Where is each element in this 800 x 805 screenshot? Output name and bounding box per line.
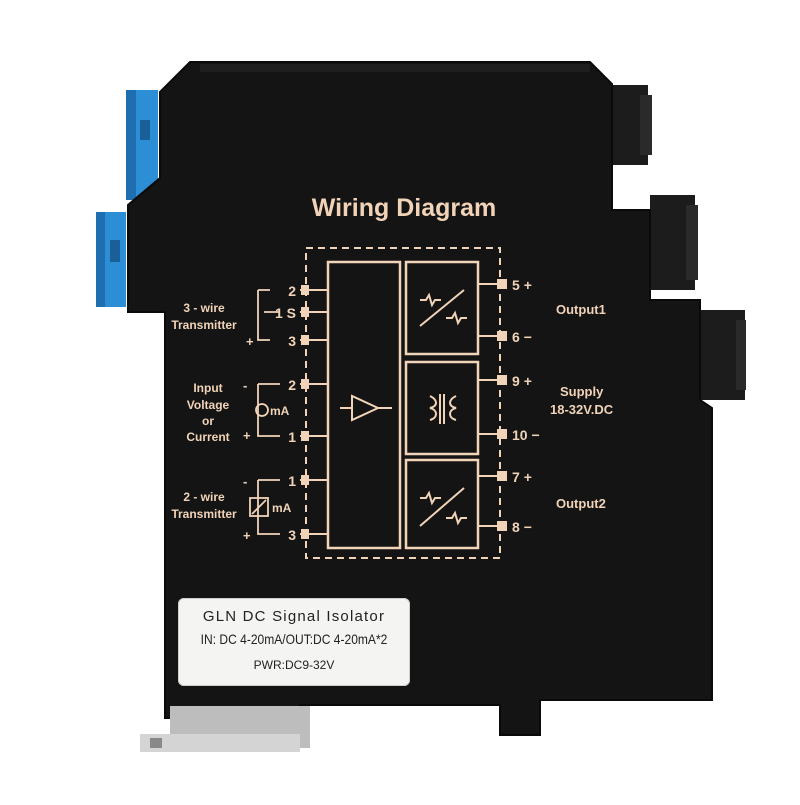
sign-input-minus: - [243, 378, 247, 393]
blue-connector-top [126, 90, 158, 200]
left-wiring [249, 289, 280, 535]
label-input-line2: Voltage [187, 398, 230, 412]
terminal-left-3c: 3 [288, 527, 296, 543]
label-input-line4: Current [186, 430, 229, 444]
label-2wire-line1: 2 - wire [183, 490, 225, 504]
label-2wire-line2: Transmitter [171, 507, 237, 521]
label-output1: Output1 [556, 302, 606, 317]
ma-symbol-input: mA [270, 404, 290, 418]
terminal-left-1b: 1 [288, 429, 296, 445]
right-terminal-stubs [478, 279, 507, 531]
amplifier-icon [340, 394, 392, 422]
housing [127, 61, 713, 736]
label-3wire-line2: Transmitter [171, 318, 237, 332]
ma-symbol-2wire: mA [272, 501, 292, 515]
terminal-right-5: 5 + [512, 277, 532, 293]
left-terminal-stubs [300, 285, 328, 539]
right-connector-2 [650, 195, 698, 290]
blue-connector-bottom [96, 212, 126, 307]
isolator-boundary [305, 247, 501, 559]
label-power-spec: PWR:DC9-32V [253, 658, 335, 672]
transformer-icon [429, 394, 457, 424]
product-label: GLN DC Signal Isolator IN: DC 4-20mA/OUT… [178, 598, 410, 686]
terminal-right-7: 7 + [512, 469, 532, 485]
diagram-title: Wiring Diagram [312, 194, 497, 222]
input-block [326, 260, 402, 550]
label-product-name: GLN DC Signal Isolator [202, 608, 386, 625]
terminal-left-3a: 3 [288, 333, 296, 349]
label-output2: Output2 [556, 496, 606, 511]
terminal-left-1s: 1 S [275, 305, 296, 321]
sign-2wire-minus: - [243, 474, 247, 489]
terminal-left-2a: 2 [288, 283, 296, 299]
terminal-right-9: 9 + [512, 373, 532, 389]
label-input-line3: or [202, 414, 214, 428]
terminal-right-10: 10 − [512, 427, 540, 443]
sign-2wire-plus: + [243, 528, 251, 543]
label-supply: Supply [560, 384, 604, 399]
label-3wire-line1: 3 - wire [183, 301, 225, 315]
terminal-right-8: 8 − [512, 519, 532, 535]
converter-icon-2 [419, 487, 467, 527]
output1-block [404, 260, 480, 356]
terminal-right-6: 6 − [512, 329, 532, 345]
terminal-left-1c: 1 [288, 473, 296, 489]
sign-3wire-plus: + [246, 334, 254, 349]
terminal-left-2b: 2 [288, 377, 296, 393]
output2-block [404, 458, 480, 550]
supply-block [404, 360, 480, 456]
din-clip [140, 706, 310, 752]
label-supply-range: 18-32V.DC [550, 402, 614, 417]
converter-icon-1 [419, 289, 467, 327]
right-connector-3 [700, 310, 746, 400]
sign-input-plus: + [243, 428, 251, 443]
label-input-line1: Input [193, 381, 222, 395]
label-io-spec: IN: DC 4-20mA/OUT:DC 4-20mA*2 [200, 631, 388, 647]
